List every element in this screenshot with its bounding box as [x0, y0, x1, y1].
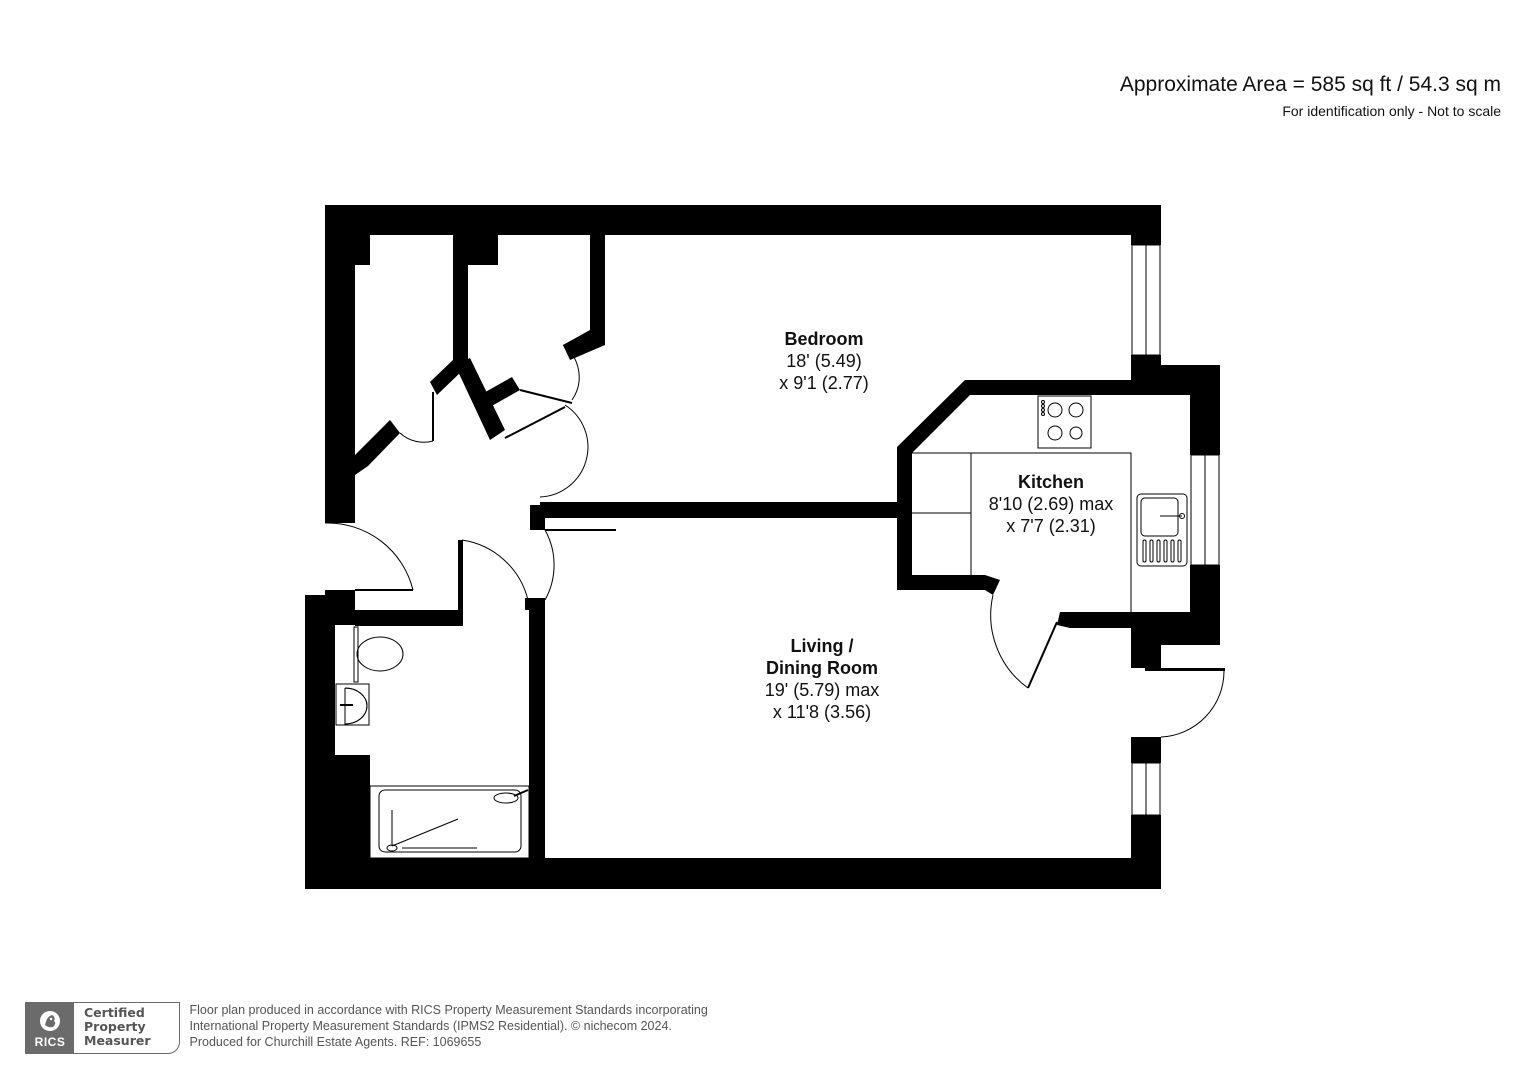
room-dimension: x 9'1 (2.77): [779, 373, 869, 393]
shower-tray-icon: [369, 785, 530, 859]
walls: [305, 205, 1225, 889]
sink-icon: [1136, 493, 1188, 567]
room-dimension: x 11'8 (3.56): [772, 702, 872, 722]
room-label-living-dining: Living / Dining Room 19' (5.79) max x 11…: [765, 635, 880, 723]
room-dimension: x 7'7 (2.31): [1006, 516, 1096, 536]
kitchen-worktops: [912, 452, 1132, 612]
cert-line: Certified: [84, 1005, 145, 1020]
rics-logo-text: RICS: [34, 1035, 66, 1049]
certification-text: Certified Property Measurer: [74, 1003, 179, 1053]
footer-notes: Floor plan produced in accordance with R…: [190, 1002, 708, 1050]
door-swings: [324, 344, 1225, 738]
room-name: Kitchen: [1017, 472, 1084, 492]
windows: [1131, 244, 1220, 816]
footer-reference: Produced for Churchill Estate Agents. RE…: [189, 1035, 482, 1049]
basin-icon: [335, 683, 370, 726]
cert-line: Measurer: [84, 1033, 151, 1048]
toilet-icon: [353, 626, 404, 683]
lion-emblem-icon: [40, 1011, 60, 1031]
rics-certified-badge: RICS Certified Property Measurer: [25, 1002, 180, 1054]
room-name: Living /: [790, 636, 854, 656]
room-dimension: 18' (5.49): [786, 351, 862, 371]
approximate-area: Approximate Area = 585 sq ft / 54.3 sq m: [1119, 73, 1501, 96]
footer-line: Floor plan produced in accordance with R…: [189, 1003, 708, 1017]
area-header: Approximate Area = 585 sq ft / 54.3 sq m…: [1120, 72, 1501, 120]
room-label-kitchen: Kitchen 8'10 (2.69) max x 7'7 (2.31): [989, 471, 1114, 537]
hob-icon: [1037, 395, 1092, 449]
scale-disclaimer: For identification only - Not to scale: [1282, 103, 1501, 119]
room-name: Bedroom: [784, 329, 864, 349]
room-dimension: 8'10 (2.69) max: [988, 494, 1114, 514]
room-name: Dining Room: [766, 658, 878, 678]
room-dimension: 19' (5.79) max: [764, 680, 880, 700]
footer: RICS Certified Property Measurer Floor p…: [25, 1002, 708, 1054]
rics-logo: RICS: [26, 1003, 74, 1053]
room-label-bedroom: Bedroom 18' (5.49) x 9'1 (2.77): [779, 328, 868, 394]
cert-line: Property: [84, 1019, 146, 1034]
footer-line: International Property Measurement Stand…: [189, 1019, 672, 1033]
